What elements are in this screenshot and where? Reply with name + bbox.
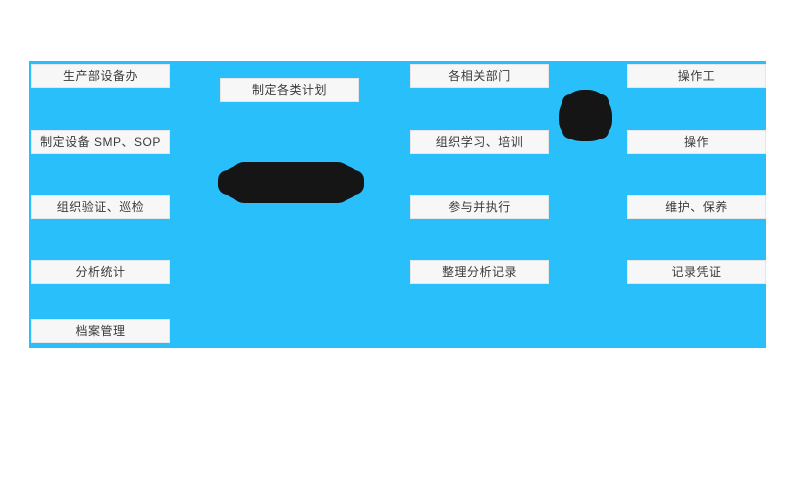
matrix-cell-plan-making[interactable]: 制定各类计划 xyxy=(220,78,359,102)
matrix-cell-operator-operate[interactable]: 操作 xyxy=(627,130,766,154)
matrix-cell-equipment-office-analysis[interactable]: 分析统计 xyxy=(31,260,170,284)
matrix-cell-equipment-office-smp-sop[interactable]: 制定设备 SMP、SOP xyxy=(31,130,170,154)
matrix-cell-related-departments-training[interactable]: 组织学习、培训 xyxy=(410,130,549,154)
matrix-cell-operator-title[interactable]: 操作工 xyxy=(627,64,766,88)
matrix-cell-related-departments-title[interactable]: 各相关部门 xyxy=(410,64,549,88)
matrix-cell-equipment-office-archive[interactable]: 档案管理 xyxy=(31,319,170,343)
responsibility-matrix-panel: 生产部设备办 制定设备 SMP、SOP 组织验证、巡检 分析统计 档案管理 制定… xyxy=(29,61,766,348)
redaction-small-blob xyxy=(559,90,612,141)
matrix-cell-operator-voucher[interactable]: 记录凭证 xyxy=(627,260,766,284)
matrix-cell-operator-maintenance[interactable]: 维护、保养 xyxy=(627,195,766,219)
matrix-cell-related-departments-participate[interactable]: 参与并执行 xyxy=(410,195,549,219)
matrix-cell-equipment-office-validation[interactable]: 组织验证、巡检 xyxy=(31,195,170,219)
redaction-wide-bar xyxy=(218,162,364,203)
matrix-cell-related-departments-records[interactable]: 整理分析记录 xyxy=(410,260,549,284)
matrix-cell-equipment-office-title[interactable]: 生产部设备办 xyxy=(31,64,170,88)
